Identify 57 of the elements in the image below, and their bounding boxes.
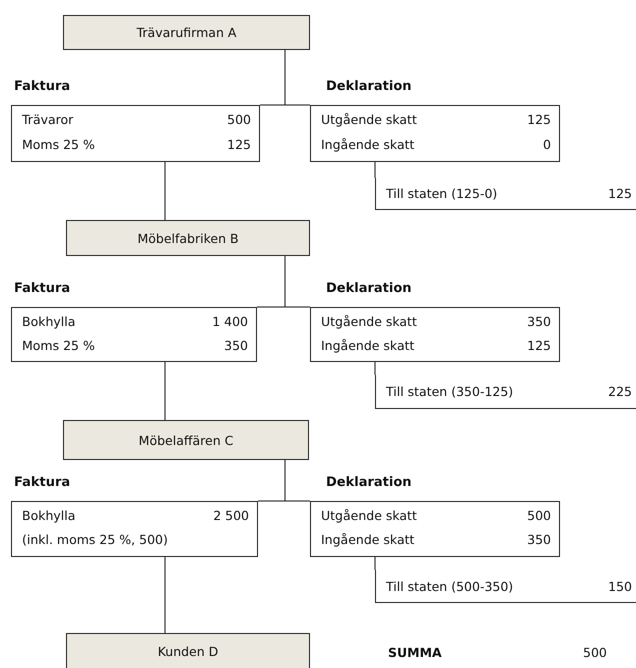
amount: 225 xyxy=(608,384,632,399)
payment-bracket xyxy=(375,570,636,603)
company-box xyxy=(66,633,310,668)
amount: 125 xyxy=(527,112,551,129)
connector-line xyxy=(164,556,166,634)
connector-line xyxy=(374,162,376,178)
amount: 350 xyxy=(527,532,551,549)
connector-line xyxy=(374,556,376,570)
section-heading: Faktura xyxy=(14,475,70,490)
connector-line xyxy=(164,162,166,220)
item-label: Utgående skatt xyxy=(321,314,418,331)
amount: 500 xyxy=(527,508,551,525)
amount: 500 xyxy=(583,645,607,660)
connector-line xyxy=(284,50,310,106)
connector-line xyxy=(284,256,310,308)
payment-bracket xyxy=(375,178,636,210)
connector-line xyxy=(374,362,376,376)
amount: 150 xyxy=(608,578,632,594)
payment-label: Till staten (500-350) xyxy=(386,578,514,594)
item-label: (inkl. moms 25 %, 500) xyxy=(22,532,169,549)
company-box xyxy=(63,15,310,50)
item-label: Moms 25 % xyxy=(22,338,96,354)
item-label: Bokhylla xyxy=(22,508,76,525)
payment-bracket xyxy=(375,375,636,409)
company-name: Möbelfabriken B xyxy=(137,230,239,246)
amount: 125 xyxy=(227,136,251,154)
amount: 125 xyxy=(608,186,632,201)
company-name: Möbelaffären C xyxy=(138,432,234,448)
amount: 500 xyxy=(227,112,251,129)
item-label: Utgående skatt xyxy=(321,508,418,525)
connector-line xyxy=(284,460,310,502)
section-heading: Deklaration xyxy=(326,281,412,296)
item-label: Moms 25 % xyxy=(22,136,96,154)
section-heading: Deklaration xyxy=(326,79,412,94)
item-label: Ingående skatt xyxy=(321,532,416,549)
amount: 2 500 xyxy=(213,508,249,525)
company-box xyxy=(66,220,310,256)
section-heading: Faktura xyxy=(14,79,70,94)
payment-label: Till staten (125-0) xyxy=(386,186,498,201)
section-heading: Deklaration xyxy=(326,475,412,490)
amount: 0 xyxy=(542,136,551,154)
company-box xyxy=(63,420,309,460)
amount: 350 xyxy=(527,314,551,331)
item-label: Bokhylla xyxy=(22,314,76,331)
amount: 125 xyxy=(527,338,551,354)
amount: 1 400 xyxy=(212,314,248,331)
company-name: Trävarufirman A xyxy=(136,25,236,40)
section-heading: Faktura xyxy=(14,281,70,296)
amount: 350 xyxy=(223,338,248,354)
item-label: Trävaror xyxy=(22,112,74,129)
company-name: Kunden D xyxy=(158,644,218,658)
item-label: Ingående skatt xyxy=(321,136,416,154)
payment-label: Till staten (350-125) xyxy=(386,384,514,399)
total-label: SUMMA xyxy=(388,645,442,660)
item-label: Utgående skatt xyxy=(321,112,418,129)
connector-line xyxy=(164,362,166,420)
item-label: Ingående skatt xyxy=(321,338,416,355)
